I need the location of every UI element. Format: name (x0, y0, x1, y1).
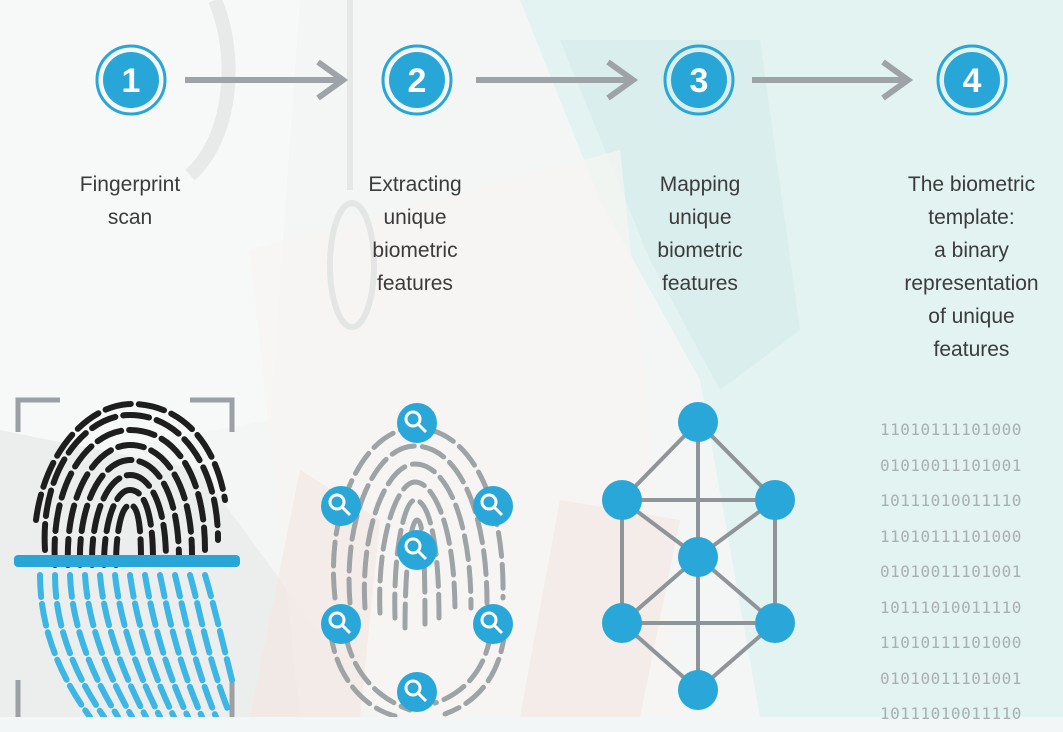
magnifier-icon (321, 486, 361, 526)
scan-frame-icon (15, 397, 235, 717)
caption-line: unique (383, 206, 447, 229)
step-1-circle: 1 (95, 44, 167, 116)
caption-line: template: (928, 206, 1015, 229)
caption-line: biometric (372, 239, 458, 262)
binary-row: 11010111101000 (880, 526, 1022, 546)
step-2-number: 2 (408, 62, 427, 100)
arrow-3-4 (752, 59, 914, 101)
caption-line: features (933, 338, 1010, 361)
step-3-caption: Mapping unique biometric features (615, 168, 785, 300)
binary-row: 11010111101000 (880, 633, 1022, 652)
caption-line: The biometric (907, 173, 1036, 196)
binary-template: 11010111101000 01010011101001 1011101001… (880, 412, 1063, 732)
binary-row: 01010011101001 (880, 668, 1022, 688)
binary-row: 10111010011110 (880, 597, 1022, 617)
fingerprint-scan-icon (14, 397, 240, 717)
magnifier-icon (321, 604, 361, 644)
caption-line: biometric (657, 239, 743, 262)
binary-row: 01010011101001 (880, 455, 1022, 475)
caption-line: Fingerprint (79, 173, 181, 196)
arrow-1-2 (185, 59, 349, 101)
binary-row: 11010111101000 (880, 420, 1022, 439)
step-2-circle: 2 (381, 44, 453, 116)
step-1-caption: Fingerprint scan (40, 168, 220, 234)
caption-line: representation (904, 272, 1039, 295)
caption-line: features (662, 272, 738, 295)
magnifier-icon (397, 530, 437, 570)
step-4-circle: 4 (936, 44, 1008, 116)
arrow-2-3 (476, 59, 639, 101)
background-shapes (185, 0, 1063, 717)
caption-line: a binary (934, 239, 1009, 262)
caption-line: of unique (928, 305, 1015, 328)
magnifier-icon (473, 486, 513, 526)
caption-line: Extracting (368, 173, 462, 196)
fingerprint-features-icon (321, 403, 513, 717)
caption-line: features (377, 272, 453, 295)
step-3-number: 3 (690, 62, 709, 100)
step-arrows (185, 59, 914, 101)
step-4-caption: The biometric template: a binary represe… (880, 168, 1063, 366)
step-2-caption: Extracting unique biometric features (330, 168, 500, 300)
magnifier-icon (397, 403, 437, 443)
node-graph-icon (602, 402, 795, 710)
caption-line: scan (107, 206, 153, 229)
magnifier-icon (397, 672, 437, 712)
caption-line: Mapping (659, 173, 741, 196)
binary-row: 10111010011110 (880, 704, 1022, 723)
binary-row: 01010011101001 (880, 562, 1022, 581)
step-1-number: 1 (122, 62, 141, 100)
step-3-circle: 3 (663, 44, 735, 116)
magnifier-icon (473, 604, 513, 644)
step-4-number: 4 (963, 62, 982, 100)
binary-row: 10111010011110 (880, 491, 1022, 510)
caption-line: unique (668, 206, 732, 229)
